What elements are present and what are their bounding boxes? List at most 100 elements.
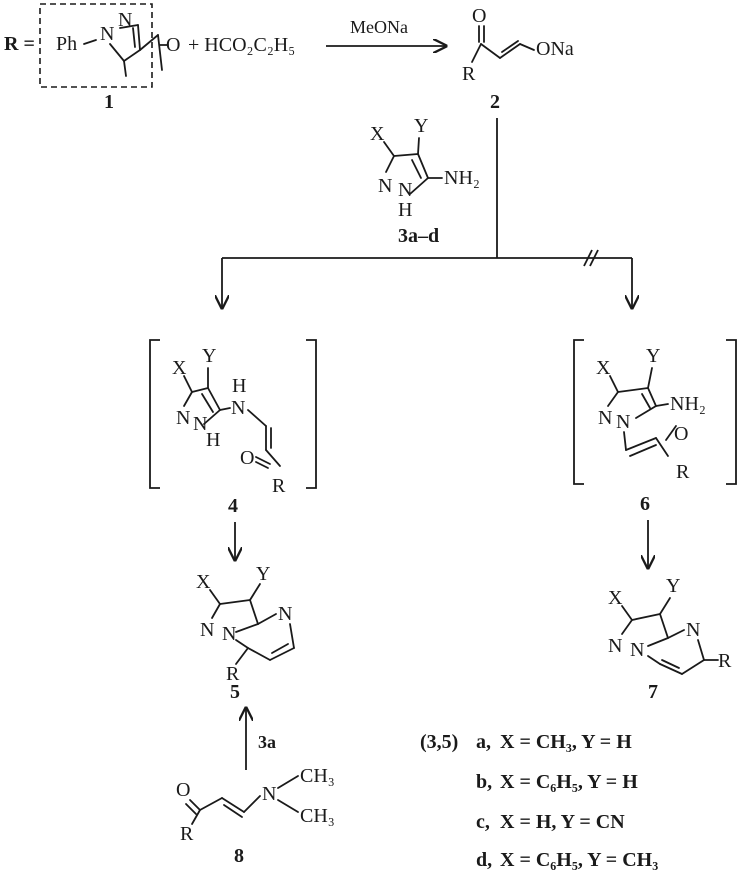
compound-2-label: 2: [490, 91, 500, 113]
c8-chain-b: [221, 797, 245, 813]
compound-5-label: 5: [230, 681, 240, 703]
c3-ring-c: [409, 177, 429, 195]
c4-o-label: O: [240, 447, 254, 469]
c2-chain-b: [499, 43, 521, 59]
substituent-row: (3,5) a, X = CH₃, Y = H: [420, 731, 632, 753]
c4-ring-double: [201, 393, 214, 413]
c6-chain-a: [623, 431, 627, 451]
c6-ring-a: [617, 387, 649, 393]
compound-3: X Y N N H NH₂ 3a–d: [370, 115, 480, 247]
c4-n2-label: N: [193, 413, 207, 435]
c2-r-label: R: [462, 63, 476, 85]
c5-ring-f: [289, 623, 295, 649]
c5-r-bond: [235, 647, 249, 665]
pyrazole-n1-label: N: [100, 23, 114, 45]
c6-n2-label: N: [616, 411, 630, 433]
substituent-letter: d,: [476, 849, 492, 871]
c5-n2-label: N: [222, 623, 236, 645]
c2-chain-a: [480, 43, 501, 59]
substituent-legend: (3,5) a, X = CH₃, Y = H b, X = C₆H₅, Y =…: [420, 731, 658, 871]
c4-x-bond: [183, 375, 193, 393]
c7-ring-f: [697, 639, 705, 661]
c6-r-label: R: [676, 461, 690, 483]
acetyl-methyl-bond: [157, 34, 163, 71]
c3-nh2-label: NH₂: [444, 167, 480, 189]
c8-n-label: N: [262, 783, 276, 805]
substituent-row: b, X = C₆H₅, Y = H: [476, 771, 638, 793]
c5-r-label: R: [226, 663, 240, 685]
pyrazole-bond-a: [119, 24, 139, 29]
c6-co-c-bond: [655, 437, 669, 457]
c8-ch3-b-label: CH₃: [300, 805, 335, 827]
substituent-row: d, X = C₆H₅, Y = CH₃: [476, 849, 658, 871]
c4-co-c-bond: [265, 449, 281, 467]
c4-bracket-right: [306, 339, 317, 489]
carbonyl-o-label: O: [166, 34, 180, 56]
c5-ring-a: [219, 599, 251, 605]
c6-x-label: X: [596, 357, 611, 379]
c3-n2-label: N: [398, 179, 412, 201]
c7-ring-h: [659, 663, 683, 675]
c4-chain-a: [247, 409, 267, 427]
c6-n1-label: N: [598, 407, 612, 429]
substituent-text: X = C₆H₅, Y = H: [500, 771, 638, 793]
c3-x-bond: [383, 141, 395, 157]
c5-n1-label: N: [200, 619, 214, 641]
c2-r-bond: [471, 43, 482, 63]
c4-nh-bond: [219, 407, 231, 411]
c8-co-bond: [189, 799, 201, 811]
compound-8-label: 8: [234, 845, 244, 867]
c7-ring-d: [647, 637, 669, 647]
c4-nh-n-label: N: [231, 397, 245, 419]
c4-x-label: X: [172, 357, 187, 379]
c8-me2-bond: [277, 799, 299, 813]
c4-n1-label: N: [176, 407, 190, 429]
c5-ring-c: [211, 603, 221, 619]
c3-x-label: X: [370, 123, 385, 145]
ethyl-formate-label: + HCO₂C₂H₅: [188, 34, 295, 56]
c2-o-label: O: [472, 5, 486, 27]
c6-x-bond: [609, 375, 619, 393]
reagent-3a-label: 3a: [258, 732, 276, 752]
c6-bracket-left: [573, 339, 584, 485]
c7-y-label: Y: [666, 575, 680, 597]
pyrazole-n2-label: N: [118, 9, 132, 31]
compound-4: X Y N N H H N O R 4: [149, 339, 317, 517]
c6-chain-b: [625, 437, 657, 451]
compound-8: O R N CH₃ CH₃ 8: [176, 765, 335, 867]
c6-bracket-right: [726, 339, 737, 485]
c8-r-label: R: [180, 823, 194, 845]
pyrazole-bond-b: [137, 24, 141, 51]
c7-n2-label: N: [630, 639, 644, 661]
c5-y-bond: [249, 583, 261, 601]
c3-y-bond: [417, 137, 420, 155]
c5-x-label: X: [196, 571, 211, 593]
c6-y-bond: [647, 367, 653, 389]
c4-h-label: H: [206, 429, 220, 451]
pyrazole-bond-d: [109, 43, 125, 62]
c3-ring-double: [411, 159, 422, 179]
c5-ring-g: [269, 647, 295, 661]
c5-x-bond: [209, 589, 221, 605]
c3-ring-b: [417, 153, 429, 179]
c7-n1-label: N: [608, 635, 622, 657]
c4-nh-h-label: H: [232, 375, 246, 397]
acetyl-bond: [139, 34, 159, 51]
c8-ch3-a-label: CH₃: [300, 765, 335, 787]
c6-ring-double: [641, 393, 651, 409]
c7-x-bond: [621, 605, 633, 621]
c6-nh2-label: NH₂: [670, 393, 706, 415]
pyrazole-double-b: [132, 27, 136, 48]
substituent-text: X = C₆H₅, Y = CH₃: [500, 849, 658, 871]
substituent-letter: a,: [476, 731, 491, 753]
c7-ring-e: [667, 629, 685, 639]
blocked-mark-b: [589, 249, 599, 267]
compound-1-label: 1: [104, 91, 114, 113]
compound-3-label: 3a–d: [398, 225, 439, 247]
c3-h-label: H: [398, 199, 412, 221]
r-group-dashed-box: [39, 3, 153, 88]
c7-ring-double: [661, 659, 680, 669]
substituent-letter: c,: [476, 811, 490, 833]
c7-ring-i: [647, 655, 661, 665]
